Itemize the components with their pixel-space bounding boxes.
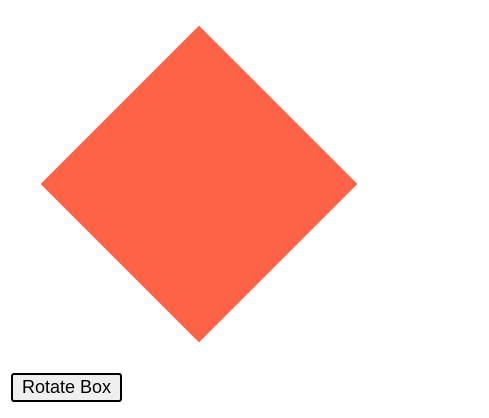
rotated-box (40, 25, 358, 343)
rotate-box-button[interactable]: Rotate Box (11, 373, 123, 402)
